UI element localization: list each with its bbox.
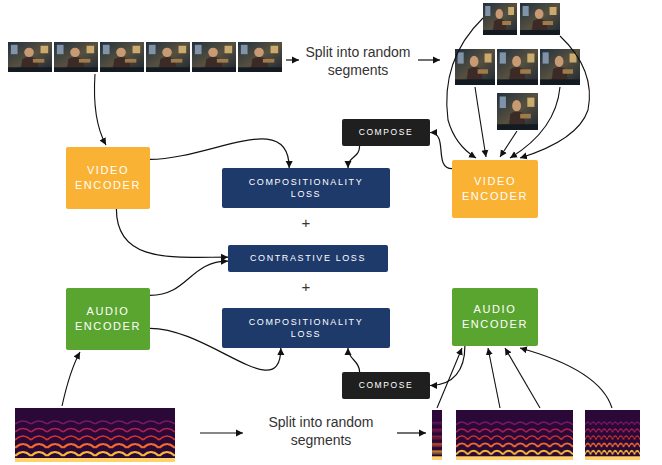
box-label: VIDEO ENCODER	[71, 163, 145, 193]
flow-arrow	[286, 59, 299, 60]
flow-connector	[150, 261, 228, 295]
compose-box: COMPOSE	[342, 119, 430, 146]
loss-box: CONTRASTIVE LOSS	[228, 245, 388, 272]
box-label: AUDIO ENCODER	[458, 302, 532, 332]
loss-box: COMPOSITIONALITY LOSS	[222, 308, 390, 348]
box-label: AUDIO ENCODER	[71, 304, 145, 334]
box-label: COMPOSITIONALITY LOSS	[241, 176, 371, 200]
box-label: COMPOSITIONALITY LOSS	[241, 316, 371, 340]
compose-box: COMPOSE	[342, 372, 430, 399]
flow-arrow	[397, 432, 426, 433]
flow-arrow	[418, 59, 440, 60]
flow-arrow	[200, 432, 243, 433]
flow-connector	[150, 139, 289, 168]
plus-sign: +	[296, 214, 316, 231]
flow-connector	[348, 348, 360, 372]
box-label: VIDEO ENCODER	[458, 174, 532, 204]
plus-sign: +	[296, 278, 316, 295]
flow-connector	[430, 133, 452, 169]
video-frames	[8, 42, 282, 72]
box-label: COMPOSE	[359, 380, 414, 391]
encoder-box: VIDEO ENCODER	[66, 147, 150, 209]
flow-connector	[348, 146, 360, 168]
audio-segments	[432, 410, 640, 460]
process-note: Split into random segments	[247, 414, 395, 449]
process-note: Split into random segments	[302, 44, 414, 79]
loss-box: COMPOSITIONALITY LOSS	[222, 168, 390, 208]
encoder-box: VIDEO ENCODER	[452, 160, 538, 218]
video-segments	[455, 3, 580, 130]
segment-arrows	[94, 18, 589, 158]
flow-connector	[116, 209, 228, 257]
box-label: COMPOSE	[359, 127, 414, 138]
flow-connector	[430, 346, 465, 386]
encoder-box: AUDIO ENCODER	[66, 288, 150, 350]
encoder-box: AUDIO ENCODER	[452, 288, 538, 346]
segment-arrows	[62, 348, 612, 408]
spectrogram	[15, 408, 175, 462]
box-label: CONTRASTIVE LOSS	[250, 252, 366, 264]
